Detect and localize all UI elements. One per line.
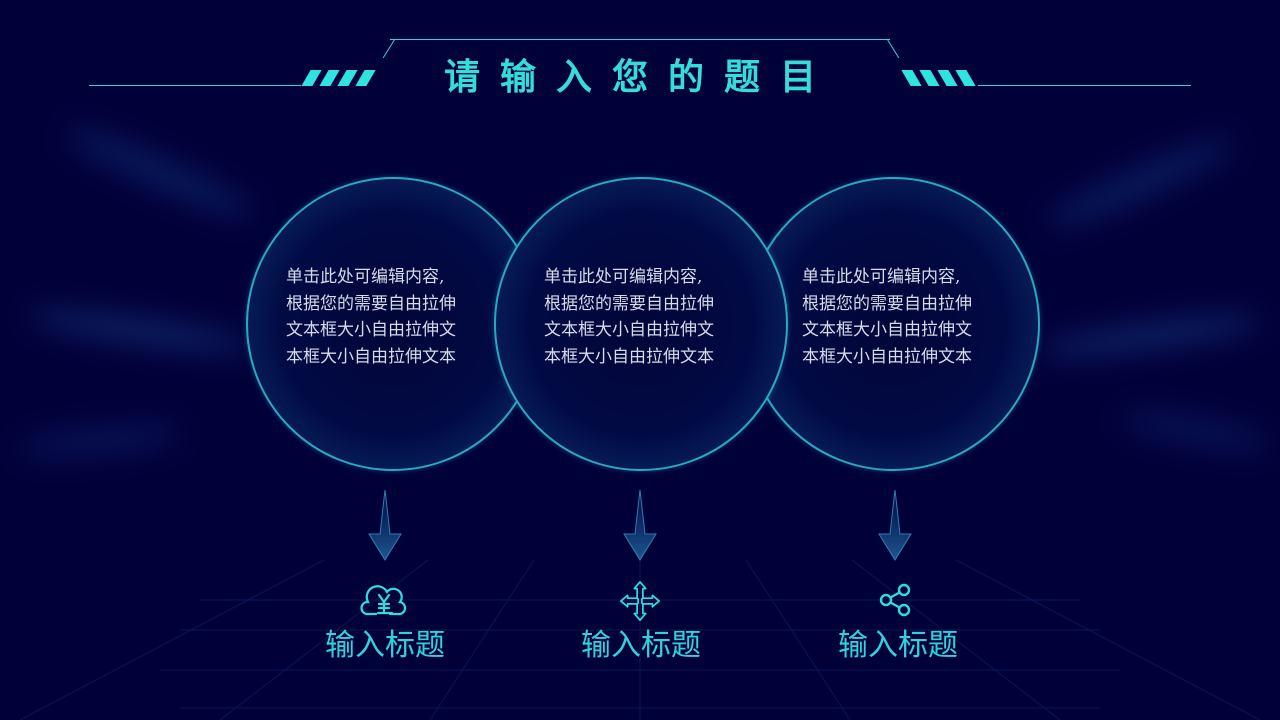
header-stripe-right-2 bbox=[919, 70, 940, 86]
circle-text-line: 根据您的需要自由拉伸 bbox=[544, 293, 714, 314]
circle-text-line: 单击此处可编辑内容, bbox=[544, 267, 703, 287]
circle-1 bbox=[246, 177, 540, 471]
bg-glow-right-1 bbox=[1043, 130, 1237, 236]
circle-text-line: 单击此处可编辑内容, bbox=[286, 267, 445, 287]
header-stripe-right-1 bbox=[901, 70, 922, 86]
page-title[interactable]: 请输入您的题目 bbox=[443, 56, 836, 98]
circle-text-line: 文本框大小自由拉伸文 bbox=[544, 320, 714, 340]
bg-glow-right-3 bbox=[1119, 407, 1271, 455]
circle-text-line: 本框大小自由拉伸文本 bbox=[802, 346, 972, 367]
circle-3 bbox=[746, 177, 1040, 471]
bg-glow-left-2 bbox=[29, 304, 251, 358]
header-stripe-left-1 bbox=[301, 70, 322, 86]
item-title-1[interactable]: 输入标题 bbox=[325, 628, 445, 663]
header-stripe-left-2 bbox=[319, 70, 340, 86]
circle-text-line: 根据您的需要自由拉伸 bbox=[802, 293, 972, 314]
header-stripe-right-4 bbox=[955, 70, 976, 86]
header-line-right bbox=[978, 85, 1191, 86]
circle-text-1[interactable]: 单击此处可编辑内容, 根据您的需要自由拉伸 文本框大小自由拉伸文 本框大小自由拉… bbox=[286, 264, 476, 370]
down-arrow-icon bbox=[368, 490, 402, 561]
circle-text-line: 本框大小自由拉伸文本 bbox=[286, 346, 456, 367]
item-title-3[interactable]: 输入标题 bbox=[838, 628, 958, 663]
header-stripe-left-3 bbox=[337, 70, 358, 86]
header-stripe-left-4 bbox=[355, 70, 376, 86]
bg-glow-right-2 bbox=[1039, 309, 1261, 363]
bg-glow-left-1 bbox=[63, 120, 257, 226]
header-line-left bbox=[89, 85, 301, 86]
grid-floor bbox=[19, 560, 1261, 720]
down-arrow-icon bbox=[623, 490, 657, 561]
cloud-yen-icon bbox=[360, 585, 407, 616]
circle-text-line: 文本框大小自由拉伸文 bbox=[802, 320, 972, 340]
circle-text-line: 本框大小自由拉伸文本 bbox=[544, 346, 714, 367]
item-title-2[interactable]: 输入标题 bbox=[581, 628, 701, 663]
circle-text-line: 文本框大小自由拉伸文 bbox=[286, 320, 456, 340]
share-icon bbox=[879, 583, 911, 617]
move-arrows-icon bbox=[620, 581, 660, 622]
circle-text-line: 根据您的需要自由拉伸 bbox=[286, 293, 456, 314]
circle-text-line: 单击此处可编辑内容, bbox=[802, 267, 961, 287]
header-line-top bbox=[390, 39, 890, 40]
circle-2 bbox=[494, 177, 788, 471]
down-arrow-icon bbox=[878, 490, 912, 561]
header-stripe-right-3 bbox=[937, 70, 958, 86]
circle-text-3[interactable]: 单击此处可编辑内容, 根据您的需要自由拉伸 文本框大小自由拉伸文 本框大小自由拉… bbox=[802, 264, 992, 370]
bg-glow-left-3 bbox=[19, 421, 181, 461]
circle-text-2[interactable]: 单击此处可编辑内容, 根据您的需要自由拉伸 文本框大小自由拉伸文 本框大小自由拉… bbox=[544, 264, 734, 370]
